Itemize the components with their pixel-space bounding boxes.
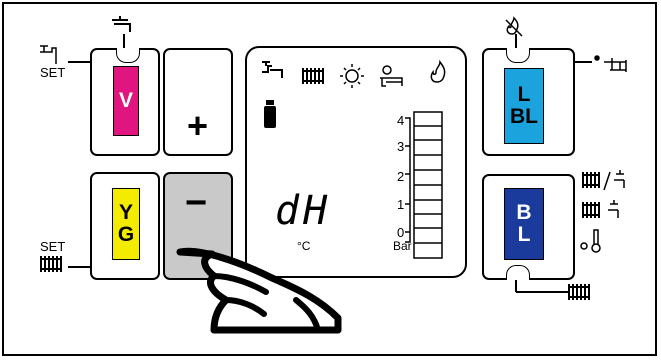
hand-pointer-icon [0, 0, 661, 360]
